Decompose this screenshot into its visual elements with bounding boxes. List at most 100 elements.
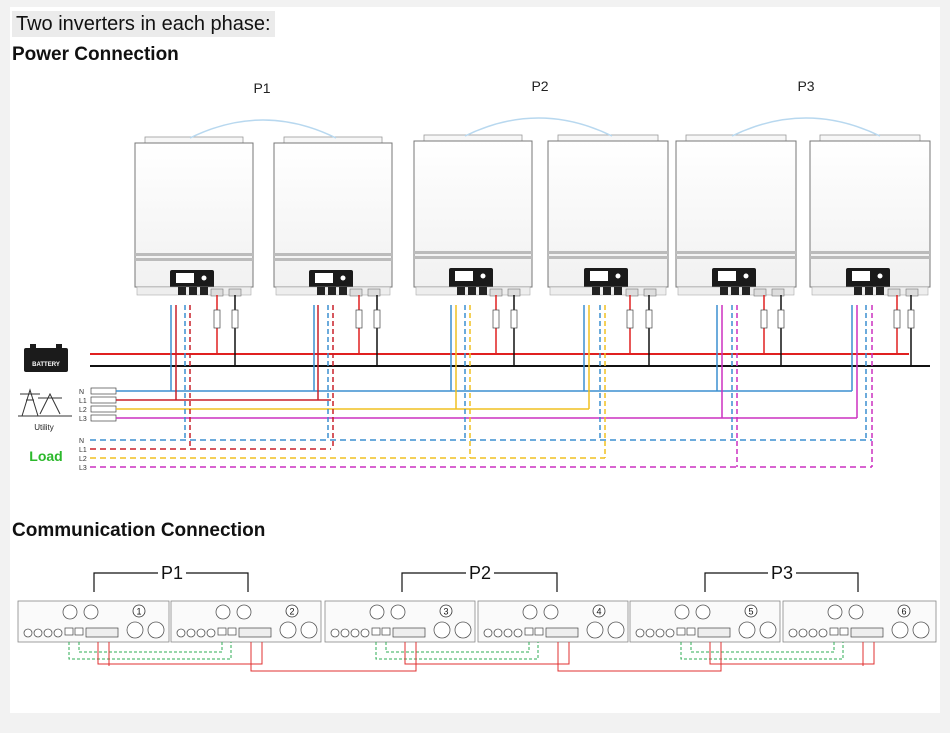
battery-label: BATTERY xyxy=(32,362,60,368)
inverter-lcd xyxy=(852,271,870,281)
ac-terminal xyxy=(210,288,224,297)
comm-terminal xyxy=(23,628,33,638)
parallel-group-arc xyxy=(464,117,613,137)
unit-number-circle xyxy=(132,604,146,618)
unit-number-circle xyxy=(897,604,911,618)
unit-number-circle xyxy=(592,604,606,618)
inverter-body xyxy=(134,142,254,288)
unit-number-label: 4 xyxy=(596,607,601,617)
comm-group-bracket xyxy=(494,572,558,592)
breaker-icon xyxy=(760,309,768,329)
power-group-label: P2 xyxy=(531,78,548,94)
comm-terminal xyxy=(330,628,340,638)
comm-port-circle xyxy=(433,621,451,639)
battery-terminal xyxy=(720,287,728,295)
battery-terminal xyxy=(479,287,487,295)
comm-group-bracket xyxy=(186,572,249,592)
comm-port-circle xyxy=(586,621,604,639)
current-share-port xyxy=(64,627,74,636)
inverter-body xyxy=(413,140,533,288)
inverter-led xyxy=(615,273,621,279)
breaker-icon xyxy=(893,309,901,329)
ac-terminal xyxy=(349,288,363,297)
breaker-icon xyxy=(626,309,634,329)
battery-terminal xyxy=(200,287,208,295)
current-share-port xyxy=(217,627,227,636)
parallel-comm-port xyxy=(850,627,884,638)
comm-port-circle xyxy=(543,604,559,620)
inverter-stripe xyxy=(135,258,253,261)
battery-terminal xyxy=(603,287,611,295)
comm-terminal xyxy=(43,628,53,638)
unit-number-circle xyxy=(285,604,299,618)
parallel-group-arc xyxy=(731,117,881,137)
breaker-icon xyxy=(231,309,239,329)
comm-terminal xyxy=(483,628,493,638)
inverter-led xyxy=(340,275,346,281)
inverter-lcd xyxy=(315,273,333,283)
utility-line-label: L3 xyxy=(79,416,87,423)
battery-terminal xyxy=(317,287,325,295)
battery-terminal xyxy=(189,287,197,295)
utility-fuse-icon xyxy=(90,387,117,395)
breaker-icon xyxy=(492,309,500,329)
ac-terminal xyxy=(489,288,503,297)
comm-terminal xyxy=(645,628,655,638)
parallel-comm-port xyxy=(392,627,426,638)
comm-terminal xyxy=(53,628,63,638)
comm-panel xyxy=(17,600,170,643)
parallel-comm-port xyxy=(85,627,119,638)
utility-fuse-icon xyxy=(90,414,117,422)
comm-terminal xyxy=(788,628,798,638)
comm-terminal xyxy=(635,628,645,638)
inverter-unit xyxy=(547,134,669,297)
current-share-port xyxy=(839,627,849,636)
breaker-icon xyxy=(355,309,363,329)
ac-terminal xyxy=(228,288,242,297)
comm-port-circle xyxy=(279,621,297,639)
inverter-lcd xyxy=(718,271,736,281)
inverter-unit xyxy=(675,134,797,297)
comm-port-circle xyxy=(891,621,909,639)
inverter-stripe xyxy=(548,256,668,259)
current-share-port xyxy=(534,627,544,636)
comm-port-circle xyxy=(83,604,99,620)
current-share-port xyxy=(227,627,237,636)
comm-group-bracket xyxy=(704,572,768,592)
comm-group-label: P1 xyxy=(161,563,183,583)
parallel-comm-link xyxy=(250,642,417,672)
ac-terminal xyxy=(507,288,521,297)
comm-port-circle xyxy=(695,604,711,620)
parallel-comm-link xyxy=(404,642,570,665)
inverter-led xyxy=(877,273,883,279)
comm-group-label: P2 xyxy=(469,563,491,583)
inverter-stripe xyxy=(414,256,532,259)
breaker-icon xyxy=(645,309,653,329)
parallel-group-arc xyxy=(189,119,337,139)
comm-port-circle xyxy=(607,621,625,639)
comm-port-circle xyxy=(300,621,318,639)
inverter-unit xyxy=(413,134,533,297)
ac-terminal xyxy=(625,288,639,297)
inverter-stripe xyxy=(548,251,668,254)
parallel-comm-port xyxy=(545,627,579,638)
inverter-stripe xyxy=(676,251,796,254)
load-line-label: L1 xyxy=(79,447,87,454)
battery-terminal xyxy=(876,287,884,295)
parallel-comm-link xyxy=(557,642,722,672)
comm-group-label: P3 xyxy=(771,563,793,583)
battery-terminal-icon xyxy=(30,344,36,348)
comm-port-circle xyxy=(215,604,231,620)
comm-panel xyxy=(782,600,937,643)
pylon-icon xyxy=(21,388,39,417)
unit-number-circle xyxy=(439,604,453,618)
comm-terminal xyxy=(360,628,370,638)
comm-port-circle xyxy=(126,621,144,639)
inverter-unit xyxy=(809,134,931,297)
battery-terminal xyxy=(468,287,476,295)
comm-port-circle xyxy=(759,621,777,639)
comm-port-circle xyxy=(674,604,690,620)
comm-port-circle xyxy=(62,604,78,620)
parallel-comm-link xyxy=(709,642,875,665)
current-share-port xyxy=(74,627,84,636)
